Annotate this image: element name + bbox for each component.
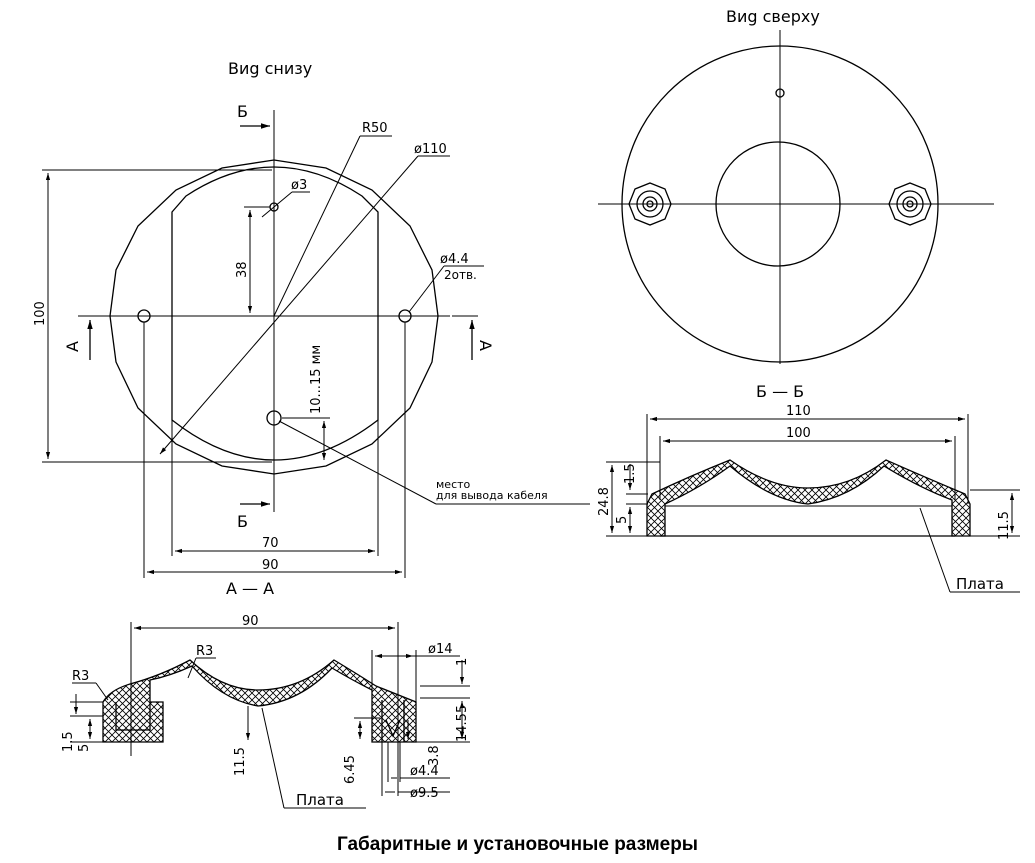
label-r50: R50: [362, 121, 388, 136]
aa-dim-5: 5: [77, 744, 92, 752]
label-d3: ø3: [291, 178, 307, 193]
view-top-title: Виg сверху: [726, 7, 820, 26]
dim-70: 70: [262, 536, 279, 551]
aa-label-d14: ø14: [428, 642, 453, 657]
bb-dim-100: 100: [786, 426, 811, 441]
label-d44: ø4.4: [440, 252, 469, 267]
section-a-mark-right: А: [476, 340, 495, 351]
aa-dim-6-45: 6.45: [343, 755, 358, 784]
dim-10-15: 10...15 мм: [309, 345, 324, 414]
label-d110: ø110: [414, 142, 447, 157]
section-a-mark-left: А: [63, 341, 82, 352]
bb-dim-110: 110: [786, 404, 811, 419]
section-bb-title: Б — Б: [756, 382, 804, 401]
aa-label-d44: ø4.4: [410, 764, 439, 779]
aa-plate-label: Плата: [296, 791, 344, 809]
label-two-holes: 2отв.: [444, 268, 477, 282]
view-top: Виg сверху: [598, 7, 994, 364]
section-aa: 90 R3 R3 1.5 5 11.5 Плата ø14: [61, 614, 470, 809]
aa-dim-14-55: 14.55: [455, 705, 470, 742]
aa-dim-3-8: 3.8: [427, 745, 442, 766]
view-bottom-title: Виg снизу: [228, 59, 312, 78]
dim-90: 90: [262, 558, 279, 573]
section-bb: Б — Б 110 100 24.8 1.5 5 11.5 Пла: [597, 382, 1020, 593]
aa-label-r3-left: R3: [72, 669, 89, 684]
bb-plate-label: Плата: [956, 575, 1004, 593]
cable-hole-icon: [266, 410, 282, 426]
top-small-hole-icon: [775, 88, 785, 98]
aa-dim-1-5: 1.5: [61, 731, 76, 752]
section-aa-title: А — А: [226, 579, 274, 598]
aa-dim-90: 90: [242, 614, 259, 629]
aa-dim-11-5: 11.5: [233, 747, 248, 776]
aa-label-r3-top: R3: [196, 644, 213, 659]
cable-label-line2: для вывода кабеля: [436, 489, 548, 502]
drawing-caption: Габаритные и установочные размеры: [336, 834, 699, 855]
aa-dim-1: 1: [455, 658, 470, 666]
section-b-mark-top: Б: [237, 102, 248, 121]
dim-38: 38: [235, 261, 250, 278]
bb-dim-5: 5: [615, 516, 630, 524]
section-b-mark-bottom: Б: [237, 512, 248, 531]
aa-shell: [102, 659, 417, 743]
view-bottom: Виg снизу Б Б А А R50 ø110: [33, 59, 590, 598]
top-mount-right-icon: [888, 182, 932, 226]
bb-dim-1-5: 1.5: [623, 463, 638, 484]
bb-shell: [646, 459, 971, 537]
cable-label-line1: место: [436, 478, 471, 491]
aa-label-d9-5: ø9.5: [410, 786, 439, 801]
bb-dim-24-8: 24.8: [597, 487, 612, 516]
dim-100: 100: [33, 301, 48, 326]
bb-dim-11-5: 11.5: [997, 511, 1012, 540]
top-mount-left-icon: [628, 182, 672, 226]
